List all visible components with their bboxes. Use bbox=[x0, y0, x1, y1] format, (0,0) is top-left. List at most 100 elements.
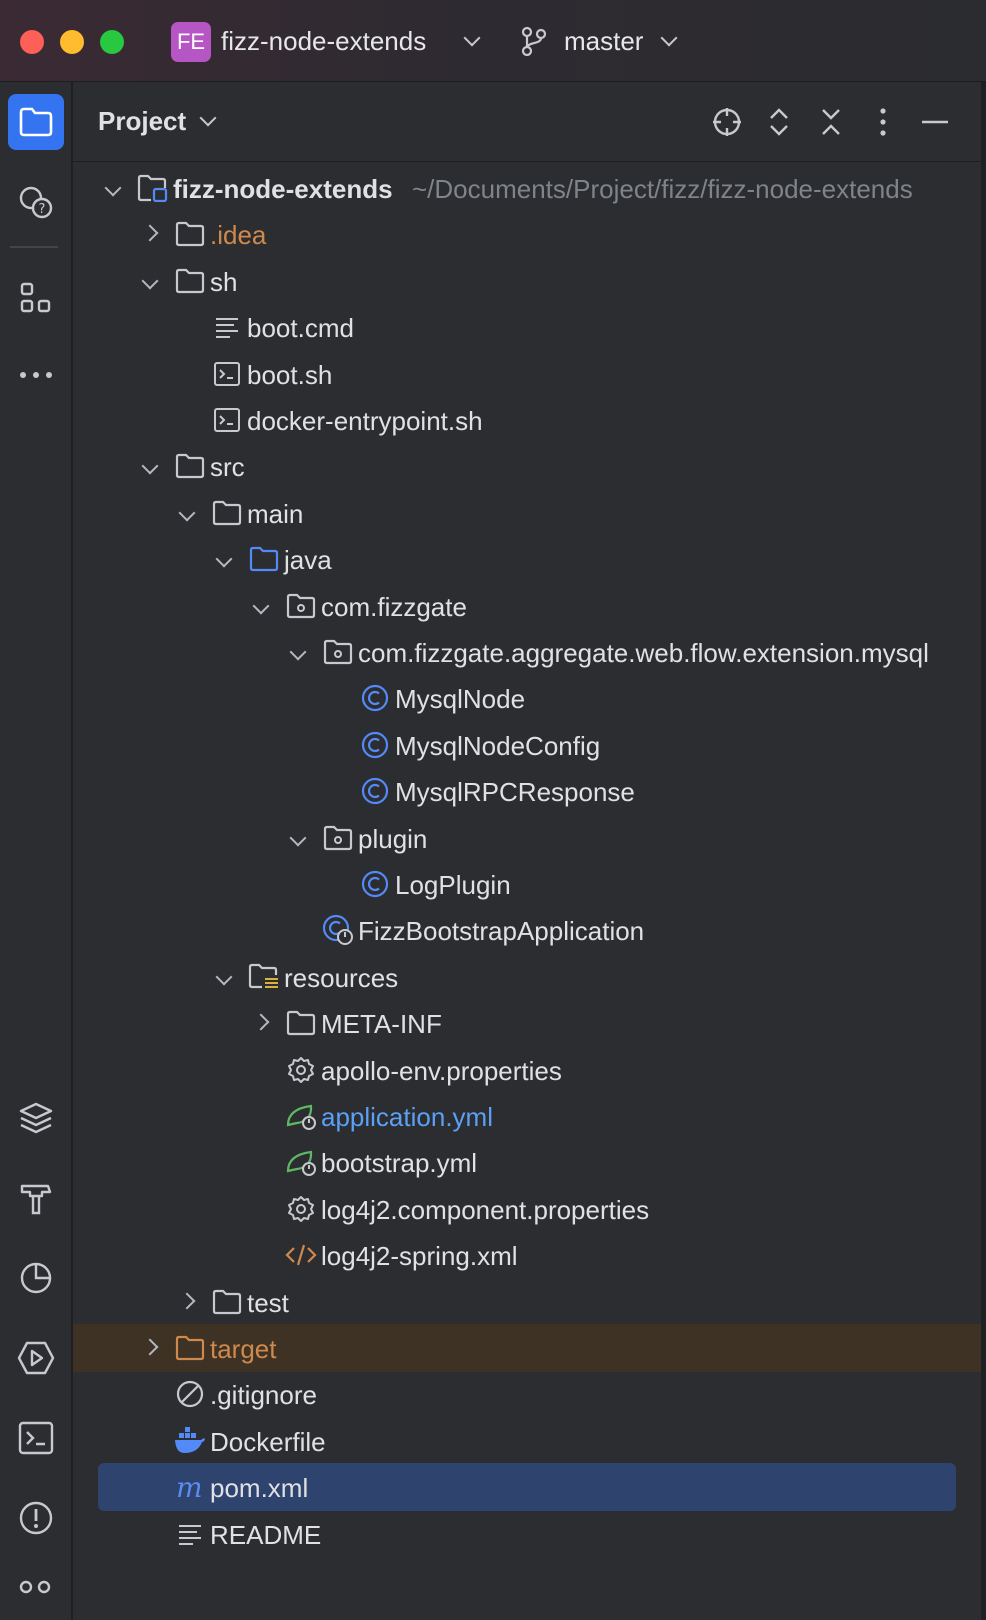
branch-icon[interactable] bbox=[521, 26, 547, 61]
project-tool-button[interactable] bbox=[8, 94, 64, 150]
chevron-right-icon[interactable] bbox=[178, 1292, 196, 1310]
chevron-down-icon[interactable] bbox=[215, 968, 233, 986]
panel-title[interactable]: Project bbox=[98, 106, 187, 136]
tree-label: plugin bbox=[358, 824, 428, 854]
tree-label: LogPlugin bbox=[395, 870, 511, 900]
class-icon bbox=[359, 775, 391, 807]
tree-label: MysqlNode bbox=[395, 684, 526, 714]
profiler-icon[interactable] bbox=[8, 1250, 64, 1306]
chevron-down-icon[interactable] bbox=[289, 643, 307, 661]
locate-icon[interactable] bbox=[709, 104, 745, 140]
chevron-right-icon[interactable] bbox=[141, 224, 159, 242]
folder-icon bbox=[285, 1007, 317, 1039]
tree-row[interactable]: docker-entrypoint.sh bbox=[73, 396, 981, 444]
tree-label: pom.xml bbox=[210, 1473, 309, 1503]
tree-label: src bbox=[210, 452, 245, 482]
structure-icon[interactable] bbox=[8, 270, 64, 326]
tree-row[interactable]: README bbox=[73, 1510, 981, 1558]
branch-chevron-down-icon[interactable] bbox=[660, 29, 678, 47]
text-file-icon bbox=[174, 1518, 206, 1550]
layers-icon[interactable] bbox=[8, 1090, 64, 1146]
resources-folder-icon bbox=[248, 961, 280, 993]
build-hammer-icon[interactable] bbox=[8, 1170, 64, 1226]
tree-label: docker-entrypoint.sh bbox=[247, 406, 483, 436]
tree-row[interactable]: target bbox=[73, 1324, 981, 1372]
expand-all-icon[interactable] bbox=[761, 104, 797, 140]
more-tools-icon[interactable] bbox=[8, 347, 64, 403]
tree-row[interactable]: FizzBootstrapApplication bbox=[73, 906, 981, 954]
tree-row[interactable]: test bbox=[73, 1278, 981, 1326]
tree-row[interactable]: MysqlNode bbox=[73, 674, 981, 722]
tree-row[interactable]: Dockerfile bbox=[73, 1417, 981, 1465]
chevron-down-icon[interactable] bbox=[178, 504, 196, 522]
branch-name[interactable]: master bbox=[564, 26, 644, 56]
tree-row[interactable]: MysqlRPCResponse bbox=[73, 767, 981, 815]
chevron-down-icon[interactable] bbox=[141, 457, 159, 475]
chevron-down-icon[interactable] bbox=[141, 272, 159, 290]
tree-row[interactable]: MysqlNodeConfig bbox=[73, 721, 981, 769]
maximize-window-button[interactable] bbox=[100, 30, 124, 54]
project-name[interactable]: fizz-node-extends bbox=[221, 26, 427, 56]
tree-label: resources bbox=[284, 963, 399, 993]
services-icon[interactable] bbox=[8, 1330, 64, 1386]
chevron-down-icon[interactable] bbox=[252, 597, 270, 615]
tree-row[interactable]: plugin bbox=[73, 814, 981, 862]
ai-assistant-icon[interactable]: ? bbox=[8, 174, 64, 230]
maven-icon: m bbox=[174, 1471, 206, 1503]
tree-row[interactable]: application.yml bbox=[73, 1092, 981, 1140]
hide-panel-icon[interactable] bbox=[917, 104, 953, 140]
toolbar-separator bbox=[10, 246, 58, 248]
tree-label: com.fizzgate.aggregate.web.flow.extensio… bbox=[358, 638, 929, 668]
tree-label: META-INF bbox=[321, 1009, 442, 1039]
project-badge[interactable]: FE bbox=[171, 22, 211, 62]
chevron-down-icon[interactable] bbox=[289, 829, 307, 847]
tree-row[interactable]: boot.sh bbox=[73, 350, 981, 398]
tree-row[interactable]: resources bbox=[73, 953, 981, 1001]
tree-row[interactable]: apollo-env.properties bbox=[73, 1046, 981, 1094]
close-window-button[interactable] bbox=[20, 30, 44, 54]
spring-yml-icon bbox=[285, 1100, 317, 1132]
left-toolbar: ? bbox=[0, 82, 72, 1620]
class-icon bbox=[359, 868, 391, 900]
terminal-icon[interactable] bbox=[8, 1410, 64, 1466]
svg-text:m: m bbox=[176, 1473, 203, 1501]
folder-icon bbox=[174, 265, 206, 297]
tree-row[interactable]: LogPlugin bbox=[73, 860, 981, 908]
tree-label: FizzBootstrapApplication bbox=[358, 916, 645, 946]
tree-row[interactable]: sh bbox=[73, 257, 981, 305]
project-panel: Project fizz-node-extends ~/Documents/Pr… bbox=[73, 82, 981, 1620]
tree-label: com.fizzgate bbox=[321, 592, 467, 622]
tree-row[interactable]: .idea bbox=[73, 210, 981, 258]
problems-icon[interactable] bbox=[8, 1490, 64, 1546]
options-more-icon[interactable] bbox=[865, 104, 901, 140]
tree-row[interactable]: java bbox=[73, 535, 981, 583]
panel-title-chevron-down-icon[interactable] bbox=[199, 109, 217, 127]
tree-row[interactable]: log4j2-spring.xml bbox=[73, 1231, 981, 1279]
tree-row-root[interactable]: fizz-node-extends ~/Documents/Project/fi… bbox=[73, 164, 981, 212]
collapse-all-icon[interactable] bbox=[813, 104, 849, 140]
chevron-right-icon[interactable] bbox=[252, 1013, 270, 1031]
minimize-window-button[interactable] bbox=[60, 30, 84, 54]
module-folder-icon bbox=[137, 172, 169, 204]
tree-row[interactable]: main bbox=[73, 489, 981, 537]
git-icon[interactable] bbox=[8, 1564, 64, 1620]
svg-text:?: ? bbox=[39, 202, 46, 217]
chevron-down-icon[interactable] bbox=[104, 179, 122, 197]
chevron-down-icon[interactable] bbox=[215, 550, 233, 568]
tree-label: sh bbox=[210, 267, 238, 297]
tree-row[interactable]: src bbox=[73, 442, 981, 490]
tree-label: README bbox=[210, 1520, 322, 1550]
chevron-right-icon[interactable] bbox=[141, 1338, 159, 1356]
tree-row[interactable]: .gitignore bbox=[73, 1370, 981, 1418]
tree-row[interactable]: com.fizzgate.aggregate.web.flow.extensio… bbox=[73, 628, 981, 676]
tree-label: fizz-node-extends bbox=[173, 174, 393, 204]
package-icon bbox=[285, 590, 317, 622]
tree-label: main bbox=[247, 499, 304, 529]
project-chevron-down-icon[interactable] bbox=[463, 29, 481, 47]
tree-row[interactable]: boot.cmd bbox=[73, 303, 981, 351]
tree-row[interactable]: bootstrap.yml bbox=[73, 1138, 981, 1186]
tree-row[interactable]: META-INF bbox=[73, 999, 981, 1047]
tree-row[interactable]: log4j2.component.properties bbox=[73, 1185, 981, 1233]
tree-row[interactable]: com.fizzgate bbox=[73, 582, 981, 630]
